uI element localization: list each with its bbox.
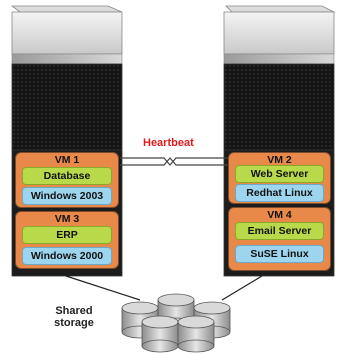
vm-box-right-1: VM 2 Web Server Redhat Linux xyxy=(228,152,331,204)
disk-icon xyxy=(141,315,179,353)
vm-os-label: SuSE Linux xyxy=(235,245,324,263)
vm-app-label: Email Server xyxy=(235,222,324,240)
disk-icon xyxy=(177,315,215,353)
right-storage-link xyxy=(221,275,263,301)
vm-app-label: Database xyxy=(22,167,112,185)
vm-os-label: Windows 2000 xyxy=(22,247,112,265)
heartbeat-label: Heartbeat xyxy=(143,137,194,149)
shared-storage-disks xyxy=(121,293,231,353)
vm-box-left-2: VM 3 ERP Windows 2000 xyxy=(15,211,119,269)
vm-title: VM 1 xyxy=(54,154,80,166)
vm-os-label: Redhat Linux xyxy=(235,184,324,202)
shared-storage-label-line1: Shared xyxy=(55,305,93,317)
vm-title: VM 3 xyxy=(54,213,80,225)
vm-app-label: ERP xyxy=(22,226,112,244)
left-storage-link xyxy=(65,275,141,301)
vm-app-label: Web Server xyxy=(235,165,324,183)
vm-title: VM 2 xyxy=(267,154,292,166)
vm-os-label: Windows 2003 xyxy=(22,187,112,205)
shared-storage-label-line2: storage xyxy=(54,317,94,329)
heartbeat-link xyxy=(120,154,228,168)
vm-box-right-2: VM 4 Email Server SuSE Linux xyxy=(228,207,331,271)
vm-box-left-1: VM 1 Database Windows 2003 xyxy=(15,152,119,208)
vm-title: VM 4 xyxy=(267,209,292,221)
shared-storage-label: Shared storage xyxy=(44,305,104,329)
